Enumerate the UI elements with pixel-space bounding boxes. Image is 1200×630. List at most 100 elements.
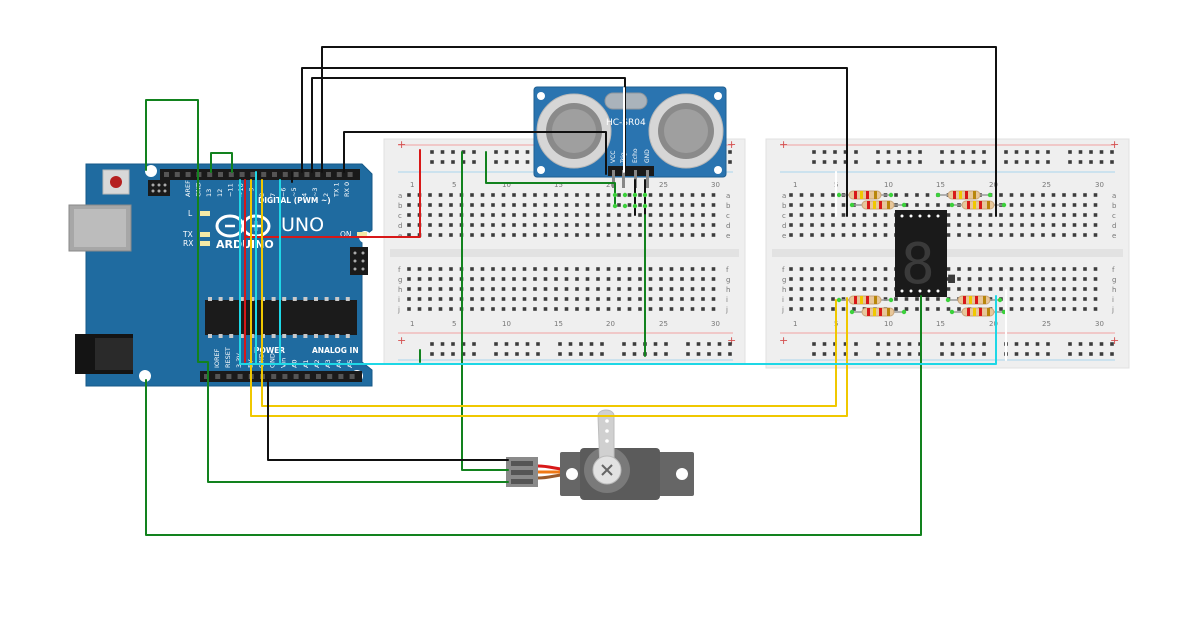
breadboard-hole (606, 297, 611, 301)
breadboard-hole (852, 277, 856, 281)
reset-button-cap[interactable] (110, 176, 122, 188)
rail-hole (579, 342, 583, 346)
rail-hole (430, 352, 434, 356)
header-pin (326, 172, 331, 177)
breadboard-hole (1009, 203, 1014, 207)
breadboard-hole (957, 307, 961, 311)
rail-hole (1099, 150, 1104, 154)
breadboard-hole (1041, 193, 1045, 197)
rail-hole (622, 352, 626, 356)
rail-hole (515, 150, 519, 154)
breadboard-hole (999, 193, 1003, 197)
breadboard-hole (596, 193, 600, 197)
rail-hole (1014, 342, 1019, 346)
rail-hole (707, 342, 711, 346)
breadboard-hole (575, 297, 579, 301)
breadboard-hole (894, 307, 898, 311)
svg-text:+: + (779, 138, 788, 151)
chip-pin (250, 297, 255, 301)
row-label-c: c (782, 212, 786, 220)
row-label-h-right: h (726, 286, 730, 294)
wire-yellow-2[interactable] (261, 179, 837, 407)
breadboard-hole (501, 297, 506, 301)
breadboard-hole (480, 233, 485, 237)
breadboard-hole (648, 277, 653, 281)
rail-hole (822, 160, 827, 164)
breadboard-hole (883, 287, 888, 291)
rail-hole (1099, 352, 1104, 356)
wire-black-top-4[interactable] (343, 131, 607, 175)
header-pin (261, 172, 267, 177)
breadboard-hole (841, 287, 846, 291)
row-label-g-right: g (1112, 276, 1116, 284)
wire-yellow-1[interactable] (250, 179, 848, 417)
wire-green-loop[interactable] (210, 152, 233, 173)
chip-pin (229, 297, 234, 301)
breadboard-hole (522, 223, 527, 227)
breadboard-hole (690, 267, 695, 271)
breadboard-hole (1051, 193, 1056, 197)
breadboard-hole (957, 213, 961, 217)
breadboard-hole (680, 307, 684, 311)
breadboard-hole (1062, 203, 1066, 207)
header-pin (237, 374, 243, 379)
breadboard-hole (1009, 297, 1014, 301)
breadboard-hole (638, 297, 642, 301)
breadboard-hole (470, 223, 474, 227)
breadboard-hole (659, 203, 663, 207)
mounting-hole (145, 165, 157, 177)
breadboard-hole (789, 233, 793, 237)
breadboard-hole (810, 277, 814, 281)
breadboard-hole (1093, 267, 1098, 271)
sensor-header (608, 166, 654, 176)
wire-red-5v[interactable] (244, 149, 421, 238)
breadboard-hole (820, 213, 825, 217)
breadboard-hole (648, 287, 653, 291)
chip-pin (208, 297, 212, 301)
rail-hole (451, 150, 455, 154)
breadboard-hole (915, 297, 919, 301)
breadboard-hole (648, 297, 653, 301)
col-label-1-bottom: 1 (410, 320, 414, 328)
wire-green-servo-signal[interactable] (145, 99, 509, 483)
breadboard-hole (1020, 297, 1024, 301)
wire-black-servo-gnd[interactable] (267, 379, 509, 461)
wire-green-servo-power[interactable] (461, 151, 509, 471)
svg-text:+: + (727, 334, 736, 347)
breadboard-hole (638, 307, 642, 311)
breadboard-hole (1083, 277, 1087, 281)
breadboard-hole (491, 233, 495, 237)
breadboard-hole (1051, 203, 1056, 207)
breadboard-hole (543, 203, 548, 207)
breadboard-hole (669, 213, 674, 217)
breadboard-hole (1030, 203, 1035, 207)
rail-hole (1078, 342, 1083, 346)
wire-black-top-1[interactable] (321, 46, 997, 217)
rail-hole (918, 150, 922, 154)
rail-hole (1046, 160, 1050, 164)
breadboard-hole (862, 277, 867, 281)
rail-hole (1025, 352, 1029, 356)
rail-hole (918, 160, 922, 164)
rail-hole (961, 342, 965, 346)
breadboard-hole (904, 307, 909, 311)
rail-hole (1035, 150, 1040, 154)
col-label-25-bottom: 25 (659, 320, 668, 328)
wire-black-top-2[interactable] (301, 67, 848, 217)
rail-hole (494, 150, 498, 154)
rail-hole (940, 150, 944, 154)
rail-hole (728, 150, 732, 154)
row-label-h-right: h (1112, 286, 1116, 294)
breadboard-hole (617, 297, 621, 301)
breadboard-hole (638, 213, 642, 217)
breadboard-hole (669, 297, 674, 301)
rail-hole (1025, 342, 1029, 346)
breadboard-hole (1051, 277, 1056, 281)
rail-hole (600, 342, 604, 346)
wire-cyan-1[interactable] (239, 179, 997, 365)
breadboard-hole (617, 287, 621, 291)
breadboard-hole (1020, 233, 1024, 237)
breadboard-hole (407, 297, 411, 301)
wire-green-display[interactable] (145, 295, 922, 536)
breadboard-hole (501, 267, 506, 271)
